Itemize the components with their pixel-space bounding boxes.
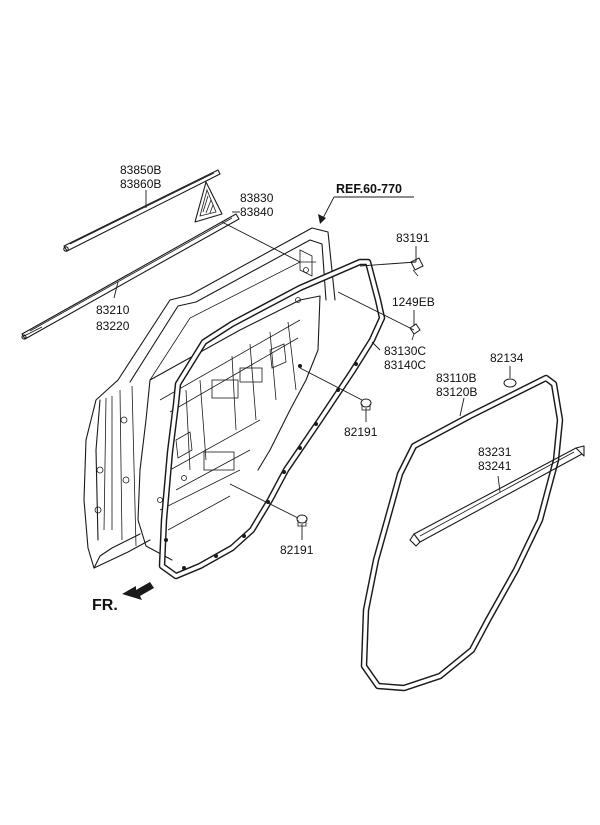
- label-82134: 82134: [490, 351, 524, 365]
- front-direction-arrow-icon: [122, 582, 154, 600]
- delta-cover-triangle: [194, 181, 223, 223]
- label-83130C: 83130C: [384, 344, 426, 358]
- label-83830: 83830: [240, 191, 274, 205]
- label-82191-low: 82191: [280, 543, 314, 557]
- label-83840: 83840: [240, 205, 274, 219]
- ref-label: REF.60-770: [336, 182, 402, 196]
- label-83241: 83241: [478, 459, 512, 473]
- clip-83191: [410, 257, 424, 277]
- label-83231: 83231: [478, 445, 512, 459]
- label-83850B: 83850B: [120, 163, 161, 177]
- label-83120B: 83120B: [436, 385, 477, 399]
- label-83191: 83191: [396, 231, 430, 245]
- label-83220: 83220: [96, 319, 130, 333]
- leader-lines: [113, 190, 511, 540]
- upper-garnish-strip: [63, 169, 221, 252]
- door-weatherstrip: [158, 258, 386, 580]
- label-83110B: 83110B: [436, 371, 476, 385]
- belt-moulding-strip: [21, 213, 240, 340]
- clip-82191-low: [296, 514, 308, 527]
- screw-1249EB: [409, 323, 421, 341]
- label-1249EB: 1249EB: [392, 295, 435, 309]
- front-label: FR.: [92, 597, 118, 614]
- rear-door-shell: [83, 227, 336, 569]
- plug-grommet: [503, 378, 517, 388]
- glass-run-channel: [409, 445, 585, 547]
- label-83210: 83210: [96, 303, 130, 317]
- label-82191-mid: 82191: [344, 425, 378, 439]
- body-weatherstrip: [360, 374, 564, 692]
- label-83140C: 83140C: [384, 358, 426, 372]
- label-83860B: 83860B: [120, 177, 161, 191]
